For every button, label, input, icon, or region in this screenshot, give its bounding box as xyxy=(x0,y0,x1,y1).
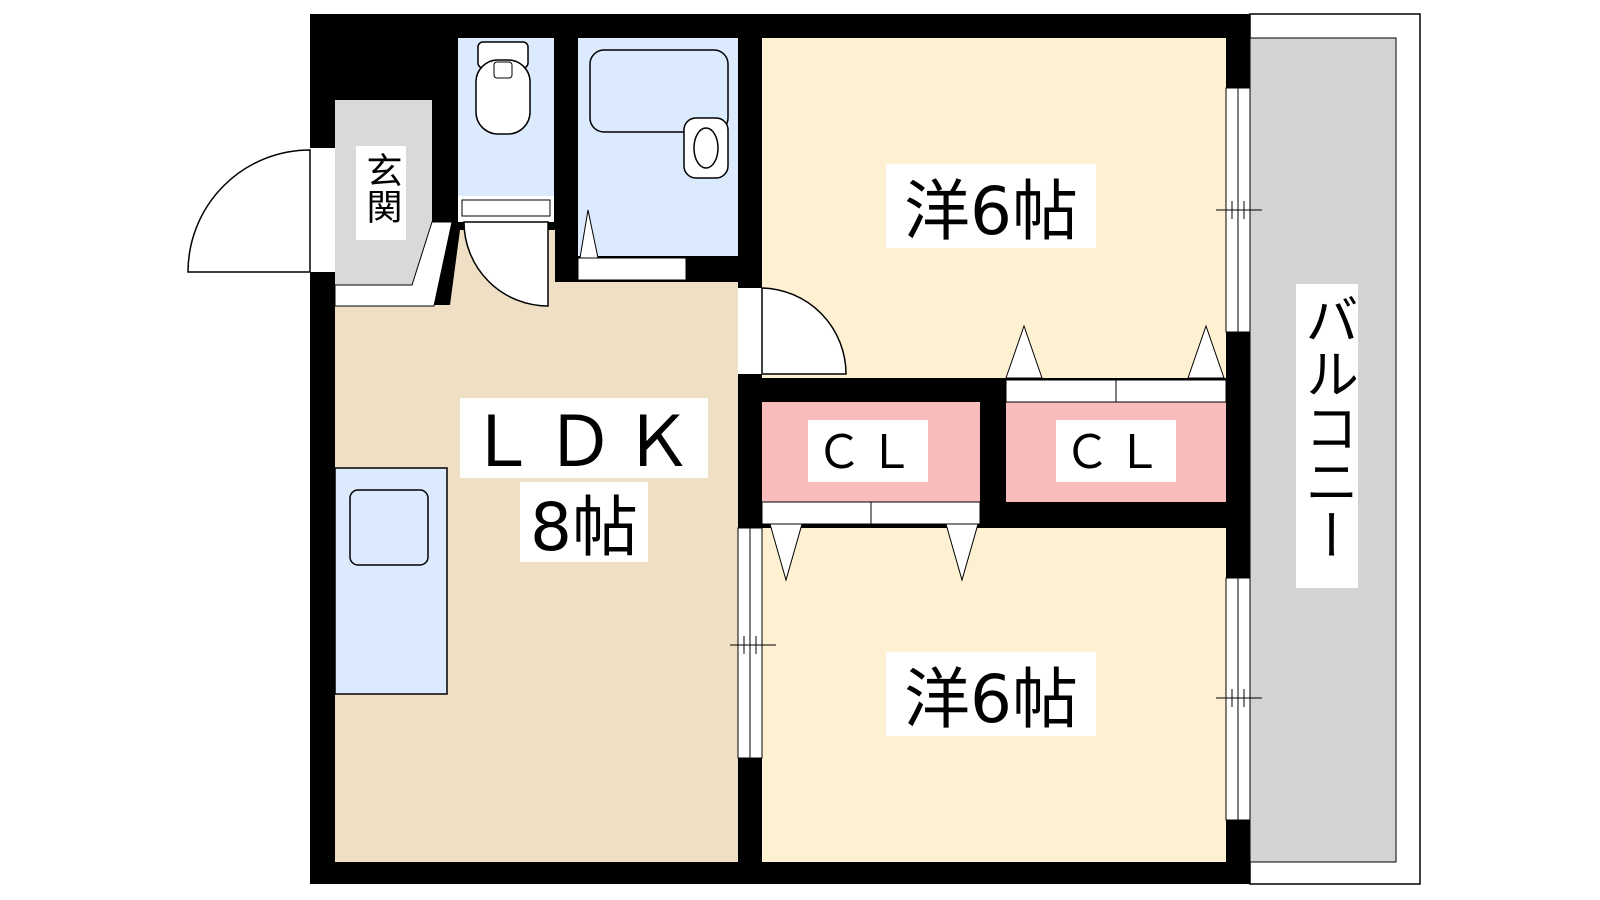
closet-right-label-bg xyxy=(1056,420,1176,482)
wash-basin xyxy=(683,117,729,179)
closet-left-label-bg xyxy=(808,420,928,482)
bedroom-top-label: 洋6帖 xyxy=(904,173,1078,250)
balcony-label: バルコニー xyxy=(1296,292,1359,562)
closet-right-door-b xyxy=(1187,324,1225,379)
bedroom-bottom-label: 洋6帖 xyxy=(904,661,1078,738)
toilet-lid xyxy=(493,61,513,79)
bedroom-top-door-swing xyxy=(761,287,847,375)
toilet-bowl xyxy=(475,59,531,135)
kitchen-counter xyxy=(334,467,448,695)
ldk-label: ＬＤＫ xyxy=(467,401,701,483)
bathtub xyxy=(589,49,729,133)
closet-left-door-b xyxy=(945,523,979,582)
bedroom-top-door-gap xyxy=(738,288,762,374)
balcony-label-bg xyxy=(1296,284,1358,588)
kitchen-sink xyxy=(349,489,429,566)
front-door-swing xyxy=(187,149,311,273)
closet-left-label: ＣＬ xyxy=(816,425,920,479)
ldk-size-label: 8帖 xyxy=(530,489,638,566)
toilet-door-swing xyxy=(463,221,549,307)
bath-door-swing xyxy=(579,209,599,259)
basin-bowl xyxy=(693,127,719,169)
closet-left-door-a xyxy=(769,523,803,582)
entrance-label: 玄関 xyxy=(361,152,402,224)
front-door-gap xyxy=(310,148,335,272)
toilet-door-sill xyxy=(461,199,551,217)
closet-right-label: ＣＬ xyxy=(1064,425,1168,479)
entrance-step xyxy=(334,221,453,307)
ldk-label-bg xyxy=(460,398,708,478)
bath-sill xyxy=(577,257,687,281)
bedroom-top-label-bg xyxy=(886,164,1096,248)
entrance-label-bg xyxy=(356,146,406,240)
closet-right-door-a xyxy=(1005,324,1043,379)
bedroom-bottom-label-bg xyxy=(886,652,1096,736)
ldk-size-bg xyxy=(520,482,648,562)
